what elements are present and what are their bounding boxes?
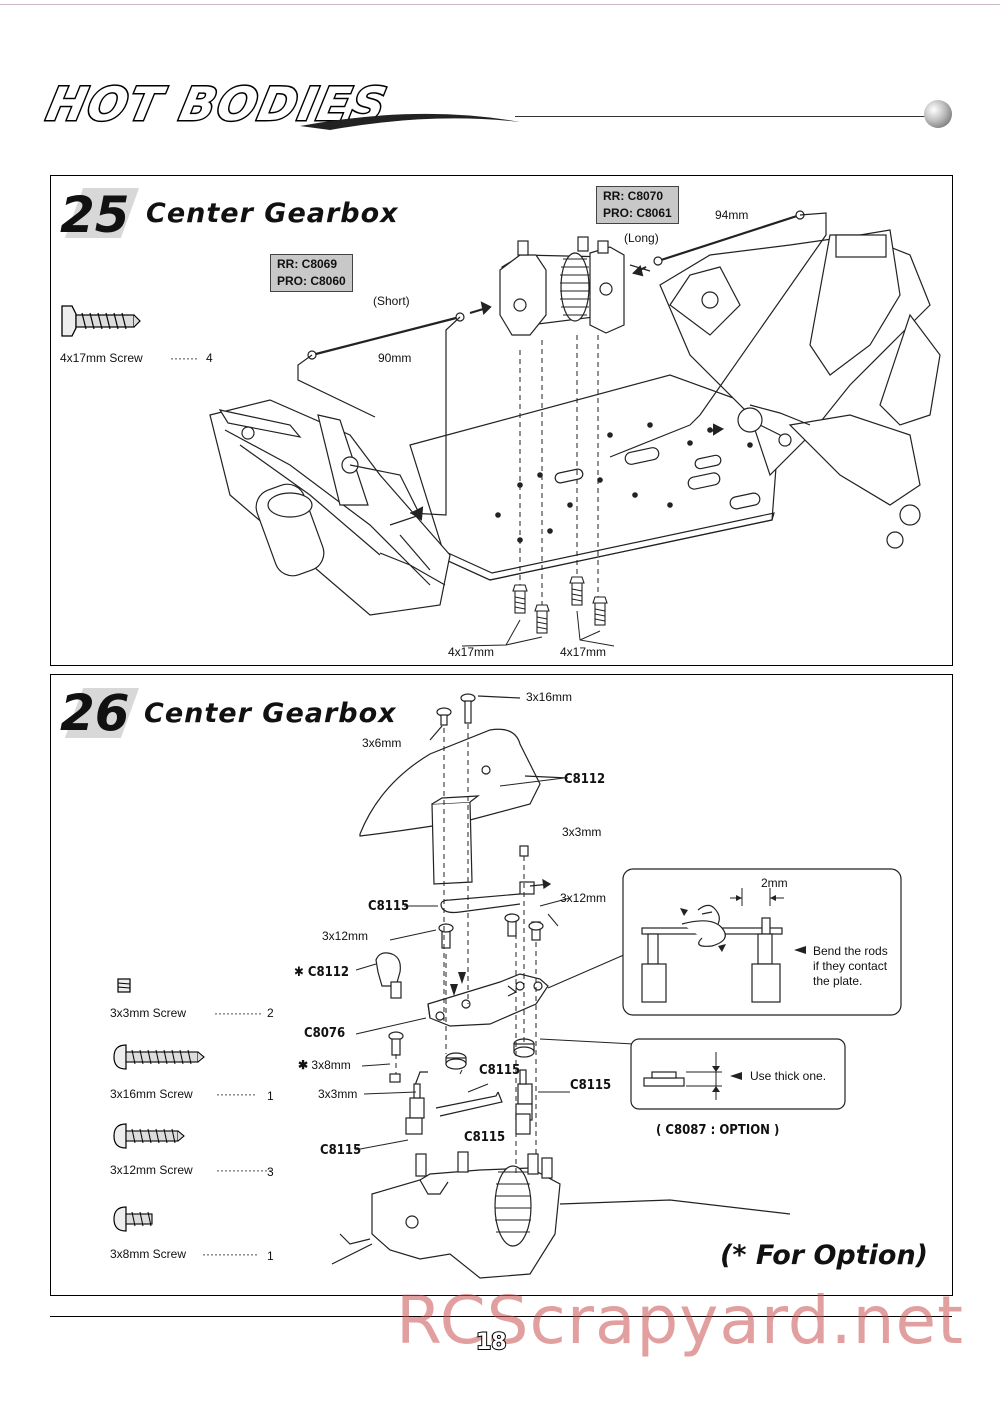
label-3x12mm-left: 3x12mm bbox=[322, 929, 369, 943]
screw-4x17-icon bbox=[61, 305, 141, 337]
detail2-caption: ( C8087 : OPTION ) bbox=[656, 1123, 780, 1138]
part-long-rr: RR: C8070 bbox=[603, 189, 664, 203]
label-3x16mm: 3x16mm bbox=[526, 690, 573, 704]
part-short-rr: RR: C8069 bbox=[277, 257, 338, 271]
legend-3x3-qty: 2 bbox=[267, 1006, 274, 1020]
detail-thick-bushing bbox=[630, 1038, 846, 1110]
legend-3x12-dots: ·············· bbox=[216, 1163, 272, 1177]
label-3x12mm-right: 3x12mm bbox=[560, 891, 607, 905]
screw-3x16-icon bbox=[113, 1044, 205, 1070]
step-26-title: Center Gearbox bbox=[144, 698, 397, 729]
detail-rod-bend bbox=[622, 868, 902, 1016]
step-25-legend-label: 4x17mm Screw bbox=[60, 351, 143, 365]
step-25-screw-callout-right: 4x17mm bbox=[560, 645, 607, 659]
label-c8112-option: ✱ C8112 bbox=[294, 965, 350, 980]
label-3x6mm: 3x6mm bbox=[362, 736, 402, 750]
legend-3x8-dots: ·············· bbox=[202, 1247, 258, 1261]
legend-3x3-label: 3x3mm Screw bbox=[110, 1006, 187, 1020]
screw-3x12-icon bbox=[113, 1123, 185, 1149]
legend-3x12-label: 3x12mm Screw bbox=[110, 1163, 193, 1177]
legend-3x3-dots: ············ bbox=[214, 1006, 262, 1020]
step-25-legend-dots: ······· bbox=[170, 351, 198, 365]
step-26-assembly-drawing bbox=[331, 693, 791, 1279]
label-c8115-left: C8115 bbox=[320, 1143, 362, 1158]
watermark: RCScrapyard.net bbox=[396, 1282, 964, 1359]
legend-3x16-label: 3x16mm Screw bbox=[110, 1087, 193, 1101]
part-long-pro: PRO: C8061 bbox=[603, 206, 672, 220]
label-c8115-right: C8115 bbox=[570, 1078, 612, 1093]
part-box-short: RR: C8069 PRO: C8060 bbox=[270, 254, 353, 292]
legend-3x8-label: 3x8mm Screw bbox=[110, 1247, 187, 1261]
top-rule bbox=[0, 4, 1000, 5]
detail1-gap-label: 2mm bbox=[761, 876, 788, 890]
logo-swoosh bbox=[300, 113, 520, 130]
detail1-note-line1: Bend the rods bbox=[813, 944, 888, 958]
label-c8115-link: C8115 bbox=[464, 1130, 506, 1145]
label-c8076: C8076 bbox=[304, 1026, 346, 1041]
page-number: 18 bbox=[475, 1329, 508, 1356]
detail1-note-line3: the plate. bbox=[813, 974, 863, 988]
label-c8112-option-text: C8112 bbox=[307, 965, 350, 980]
label-3x8mm: ✱ 3x8mm bbox=[298, 1058, 351, 1072]
screw-3x3-icon bbox=[117, 978, 131, 993]
legend-3x16-qty: 1 bbox=[267, 1089, 274, 1103]
label-3x3mm-bottom: 3x3mm bbox=[318, 1087, 358, 1101]
part-short-length: 90mm bbox=[378, 351, 412, 365]
part-box-long: RR: C8070 PRO: C8061 bbox=[596, 186, 679, 224]
legend-3x8-qty: 1 bbox=[267, 1249, 274, 1263]
part-long-note: (Long) bbox=[624, 231, 659, 245]
step-25-screw-callout-left: 4x17mm bbox=[448, 645, 495, 659]
detail1-note-line2: if they contact bbox=[813, 959, 888, 973]
step-25-number: 25 bbox=[60, 186, 130, 244]
step-25-legend-qty: 4 bbox=[206, 351, 213, 365]
label-c8115-bushing: C8115 bbox=[479, 1063, 521, 1078]
part-short-pro: PRO: C8060 bbox=[277, 274, 346, 288]
option-note: (* For Option) bbox=[720, 1240, 929, 1271]
label-c8112: C8112 bbox=[564, 772, 606, 787]
step-26-number: 26 bbox=[60, 684, 130, 742]
part-short-note: (Short) bbox=[373, 294, 410, 308]
label-3x3mm-top: 3x3mm bbox=[562, 825, 602, 839]
label-c8115-clip: C8115 bbox=[368, 899, 410, 914]
legend-3x12-qty: 3 bbox=[267, 1165, 274, 1179]
step-25-assembly-drawing bbox=[209, 210, 941, 647]
header-rule bbox=[515, 116, 930, 117]
screw-3x8-icon bbox=[113, 1206, 153, 1232]
legend-3x16-dots: ·········· bbox=[216, 1087, 256, 1101]
step-25-title: Center Gearbox bbox=[146, 198, 399, 229]
footer-rule bbox=[50, 1316, 952, 1317]
chrome-ball-icon bbox=[924, 100, 952, 128]
detail2-note: Use thick one. bbox=[750, 1069, 827, 1083]
label-3x8mm-text: 3x8mm bbox=[311, 1058, 351, 1072]
part-long-length: 94mm bbox=[715, 208, 749, 222]
